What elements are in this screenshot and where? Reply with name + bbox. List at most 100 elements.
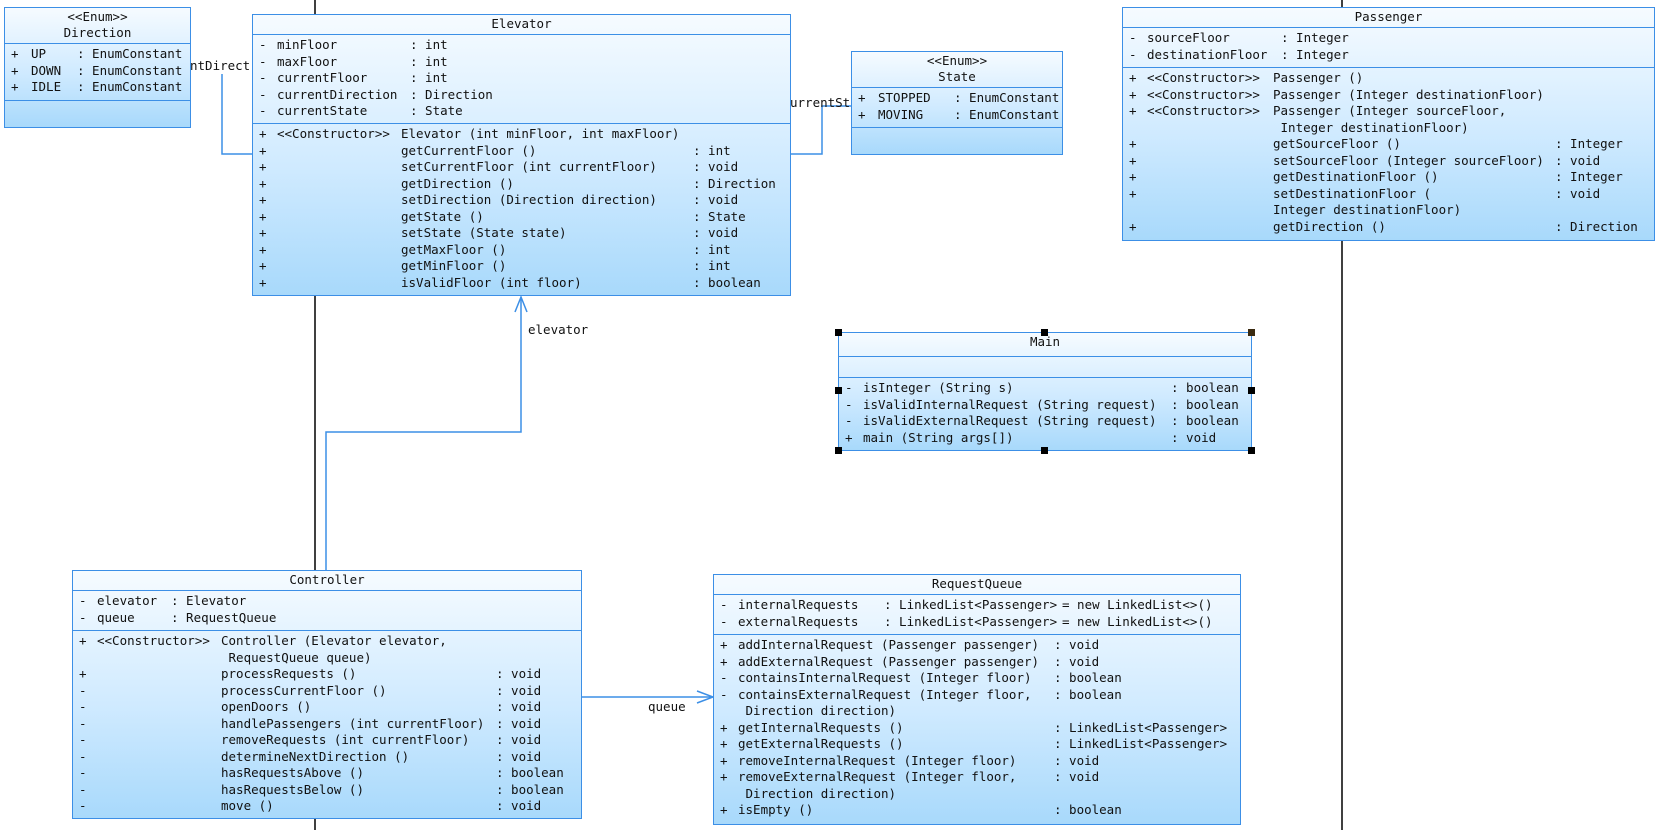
- class-direction[interactable]: <<Enum>> Direction +UP: EnumConstant +DO…: [4, 7, 191, 128]
- resize-handle-left[interactable]: [835, 387, 842, 394]
- operation-row[interactable]: -move (): void: [79, 798, 542, 813]
- operation-row[interactable]: +getInternalRequests (): LinkedList<Pass…: [720, 719, 1228, 735]
- operation-row[interactable]: +setDirection (Direction direction): voi…: [259, 192, 739, 207]
- class-name: Passenger: [1354, 9, 1423, 24]
- attribute-row[interactable]: -internalRequests: LinkedList<Passenger>…: [720, 597, 1213, 612]
- class-passenger[interactable]: Passenger -sourceFloor: Integer -destina…: [1122, 7, 1655, 241]
- operation-row[interactable]: -isValidInternalRequest (String request)…: [845, 396, 1239, 412]
- operation-row[interactable]: +setSourceFloor (Integer sourceFloor): v…: [1129, 152, 1601, 168]
- attribute-row[interactable]: +UP: EnumConstant: [11, 46, 183, 61]
- assoc-current-state: [790, 105, 851, 155]
- operation-row[interactable]: +setDestinationFloor (: void: [1129, 185, 1601, 201]
- operations-section: +<<Constructor>>Passenger () +<<Construc…: [1123, 68, 1654, 237]
- resize-handle-right[interactable]: [1248, 387, 1255, 394]
- attribute-row[interactable]: -elevator: Elevator: [79, 593, 247, 608]
- operation-row[interactable]: +getDestinationFloor (): Integer: [1129, 169, 1623, 184]
- operation-row[interactable]: Direction direction): [738, 785, 897, 801]
- operations-section: +<<Constructor>>Controller (Elevator ele…: [73, 631, 581, 817]
- operation-row[interactable]: -processCurrentFloor (): void: [79, 682, 542, 698]
- class-name: Controller: [289, 572, 365, 587]
- arrowhead-elevator: [514, 294, 528, 313]
- attribute-row[interactable]: -currentDirection: Direction: [259, 86, 493, 102]
- operation-row[interactable]: +getExternalRequests (): LinkedList<Pass…: [720, 736, 1228, 751]
- operation-row[interactable]: -handlePassengers (int currentFloor): vo…: [79, 715, 542, 731]
- operation-row[interactable]: +getMaxFloor (): int: [259, 241, 731, 257]
- attributes-section: +STOPPED: EnumConstant +MOVING: EnumCons…: [852, 88, 1062, 128]
- attribute-row[interactable]: -externalRequests: LinkedList<Passenger>…: [720, 613, 1213, 629]
- class-name: Direction: [63, 25, 132, 40]
- operation-row[interactable]: +removeInternalRequest (Integer floor): …: [720, 752, 1100, 768]
- attribute-row[interactable]: -sourceFloor: Integer: [1129, 30, 1349, 45]
- operation-row[interactable]: +removeExternalRequest (Integer floor,: …: [720, 769, 1100, 784]
- operation-row[interactable]: -isValidExternalRequest (String request)…: [845, 413, 1239, 428]
- operation-row[interactable]: +setCurrentFloor (int currentFloor): voi…: [259, 159, 739, 174]
- operation-row[interactable]: +getDirection (): Direction: [1129, 218, 1638, 234]
- attribute-row[interactable]: -destinationFloor: Integer: [1129, 46, 1349, 62]
- operation-row[interactable]: +getMinFloor (): int: [259, 258, 731, 273]
- operation-row[interactable]: +getDirection (): Direction: [259, 175, 776, 191]
- resize-handle-bottom-left[interactable]: [835, 447, 842, 454]
- operation-row[interactable]: +<<Constructor>>Elevator (int minFloor, …: [259, 126, 680, 141]
- attributes-section: -elevator: Elevator -queue: RequestQueue: [73, 591, 581, 631]
- attribute-row[interactable]: +IDLE: EnumConstant: [11, 79, 183, 94]
- operation-row[interactable]: +main (String args[]): void: [845, 429, 1217, 445]
- operations-section: [852, 128, 1062, 132]
- operation-row[interactable]: +<<Constructor>>Controller (Elevator ele…: [79, 633, 447, 648]
- attribute-row[interactable]: -minFloor: int: [259, 37, 448, 52]
- class-requestqueue[interactable]: RequestQueue -internalRequests: LinkedLi…: [713, 574, 1241, 825]
- class-state[interactable]: <<Enum>> State +STOPPED: EnumConstant +M…: [851, 51, 1063, 155]
- attribute-row[interactable]: +DOWN: EnumConstant: [11, 62, 183, 78]
- attributes-section: -minFloor: int -maxFloor: int -currentFl…: [253, 35, 790, 124]
- operation-row[interactable]: -hasRequestsAbove (): boolean: [79, 765, 564, 780]
- stereotype: <<Enum>>: [926, 53, 988, 68]
- operation-row[interactable]: +getCurrentFloor (): int: [259, 142, 731, 158]
- attributes-section: -internalRequests: LinkedList<Passenger>…: [714, 595, 1240, 635]
- attributes-section: -sourceFloor: Integer -destinationFloor:…: [1123, 28, 1654, 68]
- stereotype: <<Enum>>: [67, 9, 128, 24]
- operations-section: +addInternalRequest (Passenger passenger…: [714, 635, 1240, 821]
- assoc-current-direction: [221, 74, 253, 155]
- operation-row[interactable]: +<<Constructor>>Passenger (Integer sourc…: [1129, 103, 1507, 118]
- operation-row[interactable]: -openDoors (): void: [79, 699, 542, 714]
- operation-row[interactable]: Direction direction): [738, 703, 897, 718]
- operations-section: -isInteger (String s): boolean -isValidI…: [839, 378, 1251, 448]
- resize-handle-top-left[interactable]: [835, 329, 842, 336]
- resize-handle-bottom[interactable]: [1041, 447, 1048, 454]
- attribute-row[interactable]: -currentFloor: int: [259, 70, 448, 85]
- resize-handle-top[interactable]: [1041, 329, 1048, 336]
- operation-row[interactable]: +isEmpty (): boolean: [720, 802, 1122, 817]
- operation-row[interactable]: +addInternalRequest (Passenger passenger…: [720, 637, 1100, 652]
- resize-handle-bottom-right[interactable]: [1248, 447, 1255, 454]
- attribute-row[interactable]: +MOVING: EnumConstant: [858, 106, 1060, 122]
- operation-row[interactable]: +isValidFloor (int floor): boolean: [259, 274, 761, 290]
- label-current-direction: ntDirect: [190, 58, 251, 73]
- operation-row[interactable]: -determineNextDirection (): void: [79, 748, 542, 764]
- operation-row[interactable]: Integer destinationFloor): [1273, 202, 1462, 217]
- operations-section: [5, 101, 190, 105]
- operation-row[interactable]: -removeRequests (int currentFloor): void: [79, 732, 542, 747]
- operation-row[interactable]: +setState (State state): void: [259, 225, 739, 240]
- attribute-row[interactable]: -maxFloor: int: [259, 53, 448, 69]
- attribute-row[interactable]: -queue: RequestQueue: [79, 609, 277, 625]
- operation-row[interactable]: -isInteger (String s): boolean: [845, 380, 1239, 395]
- attribute-row[interactable]: +STOPPED: EnumConstant: [858, 90, 1060, 105]
- attributes-section: [839, 357, 1251, 378]
- operation-row[interactable]: +getSourceFloor (): Integer: [1129, 136, 1623, 151]
- operation-row[interactable]: RequestQueue queue): [221, 649, 372, 665]
- operation-row[interactable]: +<<Constructor>>Passenger (): [1129, 70, 1364, 85]
- operation-row[interactable]: -containsExternalRequest (Integer floor,…: [720, 686, 1122, 702]
- label-elevator: elevator: [528, 322, 589, 337]
- operation-row[interactable]: -hasRequestsBelow (): boolean: [79, 781, 564, 797]
- operation-row[interactable]: +addExternalRequest (Passenger passenger…: [720, 653, 1100, 669]
- class-main[interactable]: Main -isInteger (String s): boolean -isV…: [838, 332, 1252, 451]
- operation-row[interactable]: +<<Constructor>>Passenger (Integer desti…: [1129, 86, 1544, 102]
- operation-row[interactable]: +processRequests (): void: [79, 666, 542, 681]
- operation-row[interactable]: +getState (): State: [259, 208, 746, 224]
- class-elevator[interactable]: Elevator -minFloor: int -maxFloor: int -…: [252, 14, 791, 296]
- attribute-row[interactable]: -currentState: State: [259, 103, 463, 118]
- class-controller[interactable]: Controller -elevator: Elevator -queue: R…: [72, 570, 582, 819]
- resize-handle-top-right[interactable]: [1248, 329, 1255, 336]
- operation-row[interactable]: -containsInternalRequest (Integer floor)…: [720, 670, 1122, 685]
- label-current-state: urrentSt: [790, 95, 851, 110]
- operation-row[interactable]: Integer destinationFloor): [1273, 119, 1469, 135]
